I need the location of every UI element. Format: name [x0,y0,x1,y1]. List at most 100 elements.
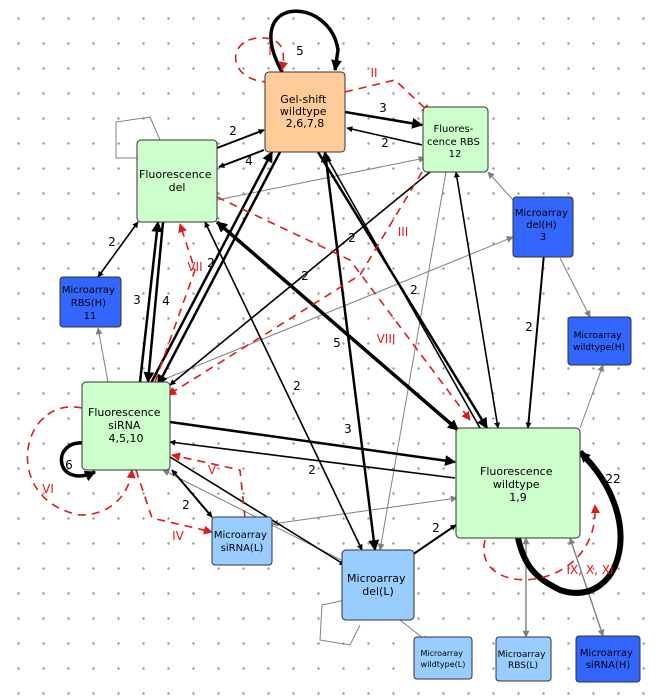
edge-label: 3 [344,422,352,436]
edge-label: 2 [381,136,389,150]
edge-label: 2 [207,256,215,270]
edge-label: 2 [348,231,356,245]
micro-sirna-h-label: Microarray siRNA(H) [580,648,636,671]
edge-gray-selfloop-microdell [319,599,361,646]
edge-sirna-selfloop [59,441,97,482]
ref-label: IX, X, XI [567,563,614,577]
fluor-wt-label: Fluorescence wildtype 1,9 [480,465,556,504]
edge-wt-sirna [169,439,456,479]
ref-edge-IX [483,504,600,581]
black-edges [59,9,624,596]
fluor-del-label: Fluorescence del [139,168,215,194]
fluor-rbs-box [422,106,489,173]
edge-gelshift-del [218,149,265,168]
edge-weight-labels: 5 2 4 3 2 2 3 4 2 2 5 2 2 2 6 3 2 2 2 2 … [65,44,620,535]
edge-gray-sirna-micrbsh [95,327,109,383]
ref-label: VI [42,482,54,496]
edge-label: 3 [379,101,387,115]
edge-label: 2 [308,463,316,477]
edge-gray-selfloop-del [115,116,161,159]
edge-label: 4 [245,154,253,168]
node-micro-sirna-l[interactable]: Microarray siRNA(L) [211,516,273,566]
micro-sirna-l-box [211,516,273,566]
ref-label: I [268,44,272,58]
edge-sirna-microsirnal [171,469,213,518]
node-fluor-wt[interactable]: Fluorescence wildtype 1,9 [455,427,581,539]
ref-label: II [370,66,377,80]
micro-rbs-l-label: Microarray RBS(L) [498,650,549,671]
ref-label: V [208,463,217,477]
edge-sirna-microdell-b [169,456,346,566]
node-micro-sirna-h[interactable]: Microarray siRNA(H) [575,635,641,683]
edge-gelshift-rbs [344,110,424,129]
node-fluor-del[interactable]: Fluorescence del [136,139,218,223]
gelshift-label: Gel-shift wildtype 2,6,7,8 [280,93,330,130]
ref-edge-IV [135,469,213,535]
node-micro-del-h[interactable]: Microarray del(H) 3 [512,196,574,258]
node-fluor-sirna[interactable]: Fluorescence siRNA 4,5,10 [81,381,171,471]
micro-wt-h-label: Microarray wildtype(H) [573,331,625,353]
edge-sirna-del-a [138,220,163,383]
fluor-sirna-box [81,381,171,471]
micro-wt-l-label: Microarray wildtype(L) [420,649,465,669]
ref-edge-V [171,452,246,519]
edge-rbs-wt [453,171,501,429]
micro-rbs-h-box [59,276,122,328]
fluor-wt-box [455,427,581,539]
gelshift-box [264,71,346,153]
edge-rbs-gelshift [346,126,423,146]
edge-del-gelshift [216,129,265,149]
edge-wt-selfloop [515,449,624,596]
edge-gray-microdelh-rbs [487,171,514,201]
edge-gray-wt-sirnah [568,537,605,637]
reference-labels: I II III IV V VI VII VIII IX, X, XI [42,44,613,577]
node-fluor-rbs[interactable]: Fluores- cence RBS 12 [422,106,489,173]
micro-rbs-h-label: Microarray RBS(H) 11 [62,285,118,322]
micro-rbs-l-box [495,636,552,682]
edge-microdelh-wt [525,242,548,429]
node-micro-rbs-h[interactable]: Microarray RBS(H) 11 [59,276,122,328]
fluor-sirna-label: Fluorescence siRNA 4,5,10 [88,406,164,445]
edge-gray-microsirnal-wt [271,495,458,527]
edge-gelshift-selfloop [269,9,342,73]
edge-label: 5 [296,44,304,58]
edge-label: 2 [182,498,190,512]
edge-label: 3 [133,293,141,307]
edge-label: 2 [293,379,301,393]
ref-edge-VI [26,406,136,516]
node-micro-wt-h[interactable]: Microarray wildtype(H) [567,316,632,366]
micro-wt-h-box [567,316,632,366]
ref-edge-II [344,79,431,114]
ref-edge-VII [154,223,196,383]
micro-del-h-box [512,196,574,258]
node-micro-rbs-l[interactable]: Microarray RBS(L) [495,636,552,682]
fluor-rbs-label: Fluores- cence RBS 12 [427,124,483,160]
edge-label: 5 [333,336,341,350]
ref-edge-III [167,171,423,396]
edge-label: 2 [410,283,418,297]
node-micro-del-l[interactable]: Microarray del(L) [341,549,415,621]
edge-label: 6 [65,458,73,472]
node-micro-wt-l[interactable]: Microarray wildtype(L) [413,636,473,680]
edge-del-microdell [204,221,363,551]
micro-del-h-label: Microarray del(H) 3 [515,208,571,243]
micro-del-l-box [341,549,415,621]
node-gelshift[interactable]: Gel-shift wildtype 2,6,7,8 [264,71,346,153]
ref-label: III [398,225,409,239]
ref-edge-VIII [216,196,471,421]
edge-del-micrbsh [97,221,139,278]
edge-label: 2 [301,269,309,283]
micro-sirna-h-box [575,635,641,683]
edge-sirna-del-b [143,221,165,384]
red-dashed-edges [26,37,600,581]
ref-label: VIII [377,332,396,346]
micro-sirna-l-label: Microarray siRNA(L) [214,530,270,554]
edge-microdell-wt [411,524,457,556]
edge-label: 2 [229,124,237,138]
micro-wt-l-box [413,636,473,680]
edge-label: 2 [108,235,116,249]
ref-label: IV [172,529,185,543]
edge-sirna-wt [169,420,457,467]
edge-label: 4 [162,294,170,308]
